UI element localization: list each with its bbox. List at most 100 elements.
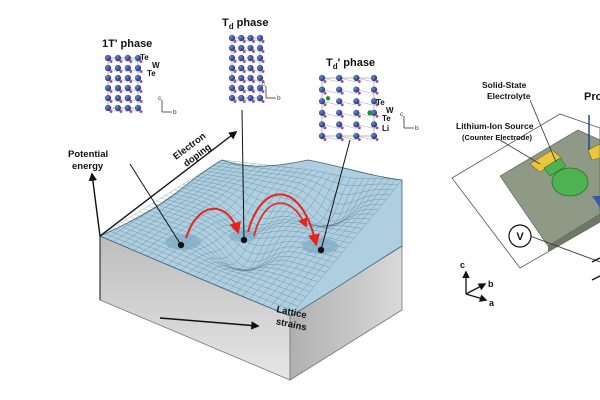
unit-cell-outline (231, 37, 261, 99)
te-atom (109, 80, 113, 83)
te-atom (119, 80, 123, 83)
mesh-line (208, 167, 391, 205)
te-atom (323, 138, 327, 141)
w-atom (238, 34, 245, 42)
counter-label: (Counter Electrode) (462, 133, 533, 142)
atom-label-w-1t: W (152, 61, 160, 70)
surface-mesh (99, 159, 403, 317)
w-atom (114, 64, 121, 72)
w-atom (353, 132, 360, 140)
te-atom (251, 70, 255, 73)
te-atom (119, 70, 123, 73)
w-atom (228, 64, 236, 72)
w-atom (124, 64, 131, 72)
w-atom (256, 54, 264, 62)
energy-axis (88, 172, 101, 237)
leader-source (499, 139, 541, 165)
te-atom (129, 60, 133, 63)
te-atom (139, 110, 143, 113)
te-atom (340, 80, 344, 83)
w-atom (104, 94, 112, 102)
svg-text:c: c (400, 111, 404, 118)
te-atom (233, 60, 237, 63)
unit-cell-outline (107, 57, 139, 109)
mesh-line (195, 176, 379, 227)
atom-label-te-tdp-b: Te (382, 114, 391, 123)
te-atom (251, 40, 255, 43)
w-atom (247, 84, 254, 92)
te-atom (357, 80, 361, 83)
te-atom (119, 100, 123, 103)
bottom-stub (591, 257, 600, 263)
te-atom (340, 91, 344, 95)
w-atom (318, 121, 326, 128)
te-atom (242, 70, 246, 73)
w-atom (353, 74, 360, 82)
phase-title-tdp: Td' phase (326, 57, 375, 71)
energy-label-line2: energy (72, 161, 104, 172)
te-atom (261, 60, 265, 63)
te-atom (139, 90, 143, 93)
pointer-td (241, 109, 245, 241)
te-atom (119, 90, 123, 93)
w-atom (134, 64, 142, 72)
w-atom (238, 44, 245, 52)
te-atom (129, 110, 133, 113)
te-atom (109, 60, 113, 63)
w-atom (228, 74, 236, 82)
w-atom (104, 54, 112, 62)
w-atom (114, 84, 121, 92)
te-atom (139, 80, 143, 83)
atom-label-te-tdp-a: Te (376, 98, 385, 107)
w-atom (114, 54, 121, 62)
te-atom (261, 50, 265, 53)
te-atom (233, 50, 237, 53)
mesh-line (217, 162, 399, 186)
atom-label-li-tdp: Li (382, 124, 389, 133)
svg-text:a: a (489, 298, 495, 308)
w-atom (336, 98, 343, 105)
phase-title-td: Td phase (222, 17, 268, 31)
svg-text:c: c (262, 81, 266, 88)
w-atom (238, 74, 245, 82)
probe-label-partial: Pro (584, 91, 600, 103)
w-atom (318, 132, 326, 140)
voltmeter-label: V (516, 231, 524, 243)
device-base-side (548, 214, 600, 252)
w-atom (336, 132, 343, 140)
device-axes: c b a (460, 260, 495, 308)
te-atom (119, 110, 123, 113)
w-atom (124, 84, 131, 92)
te-atom (323, 126, 327, 130)
te-atom (139, 60, 143, 63)
te-atom (340, 138, 344, 141)
w-atom (238, 64, 245, 72)
counter-electrode-pad (529, 149, 563, 173)
electrolyte-label-line2: Electrolyte (487, 91, 531, 101)
electrolyte-label-line1: Solid-State (482, 80, 527, 90)
te-atom (251, 80, 255, 83)
w-atom (247, 94, 254, 102)
te-atom (129, 80, 133, 83)
te-atom (233, 90, 237, 93)
te-atom (375, 138, 379, 141)
w-atom (238, 94, 245, 102)
w-atom (256, 64, 264, 72)
leader-electrolyte (529, 99, 557, 163)
crystal-axes-1t: c b (158, 95, 177, 116)
mesh-line (208, 172, 326, 282)
w-atom (318, 74, 326, 82)
w-atom (353, 109, 360, 116)
te-atom (261, 100, 265, 103)
w-atom (370, 132, 378, 140)
w-atom (124, 54, 131, 62)
w-atom (318, 109, 326, 116)
pointer-1t (129, 163, 182, 246)
te-atom (375, 103, 379, 107)
te-atom (242, 40, 246, 43)
te-atom (261, 70, 265, 73)
svg-text:c: c (158, 95, 162, 102)
doping-axis (99, 130, 238, 237)
te-atom (261, 40, 265, 43)
w-atom (228, 34, 236, 42)
